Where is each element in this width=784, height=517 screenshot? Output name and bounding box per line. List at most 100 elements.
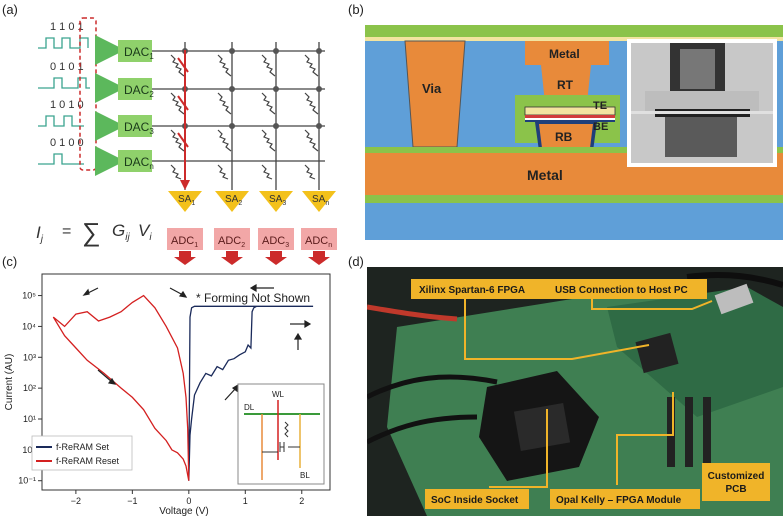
bits-row-1: 1 1 0 1: [50, 21, 84, 33]
tem-micrograph: [627, 39, 777, 167]
callout-fpga: Xilinx Spartan-6 FPGA: [411, 279, 561, 299]
x-tick-label: −1: [127, 496, 137, 506]
bottom-metal-label: Metal: [527, 167, 563, 183]
svg-text:∑: ∑: [82, 217, 101, 247]
callout-usb: USB Connection to Host PC: [547, 279, 707, 299]
sense-amp-1: SA1: [168, 191, 202, 212]
waveform-3: [38, 115, 84, 127]
input-waveforms: 1 1 0 1 0 1 0 1 1 0 1 0 0 1 0 0: [38, 17, 97, 171]
adc-1: ADC1: [167, 228, 203, 265]
callout-pcb: Customized PCB: [702, 463, 770, 501]
svg-text:Vi: Vi: [138, 221, 152, 243]
svg-text:ADCn: ADCn: [305, 235, 332, 249]
svg-text:ADC3: ADC3: [262, 235, 289, 249]
x-tick-label: −2: [71, 496, 81, 506]
crossbar-formula: Ij = ∑ Gij Vi: [36, 217, 152, 247]
cell-circuit-inset: WL DL BL: [237, 383, 325, 485]
svg-text:Customized: Customized: [708, 471, 765, 482]
inset-bl: BL: [300, 471, 310, 480]
callouts: [464, 293, 713, 488]
top-metal: [525, 41, 609, 65]
dac-1: DAC1: [118, 40, 154, 62]
dac-2: DAC2: [118, 78, 154, 100]
rt-label: RT: [557, 78, 574, 92]
rb-label: RB: [555, 130, 573, 144]
svg-text:Ij: Ij: [36, 223, 44, 245]
bits-row-4: 0 1 0 0: [50, 137, 84, 149]
svg-text:ADC1: ADC1: [171, 235, 198, 249]
panel-c-label: (c): [2, 254, 18, 269]
panel-a-label: (a): [2, 2, 18, 17]
waveform-2: [38, 77, 90, 89]
svg-text:DAC1: DAC1: [124, 45, 154, 61]
svg-text:SA1: SA1: [178, 194, 195, 207]
svg-text:SAn: SAn: [312, 194, 329, 207]
be-label: BE: [593, 121, 608, 133]
svg-text:PCB: PCB: [725, 484, 746, 495]
iv-chart: −2 −1 0 1 2 10⁻¹ 10⁰ 10¹ 10² 10³ 10⁴ 10⁵ Current (A…: [4, 273, 331, 517]
forming-annotation: * Forming Not Shown: [196, 291, 310, 305]
x-tick-label: 2: [299, 496, 304, 506]
svg-text:DACn: DACn: [124, 155, 154, 171]
adc-3: ADC3: [258, 228, 294, 265]
chart-series: [52, 294, 314, 481]
input-arrows: [95, 35, 125, 176]
sweep-direction-arrows: [82, 283, 312, 401]
y-tick-label: 10⁰: [22, 445, 36, 455]
panel-b-label: (b): [348, 2, 364, 17]
y-tick-label: 10³: [23, 352, 36, 362]
bits-row-2: 0 1 0 1: [50, 61, 84, 73]
waveform-4: [38, 153, 84, 165]
dac-3: DAC3: [118, 115, 154, 137]
y-axis-label: Current (AU): [4, 354, 15, 411]
top-green-layer: [365, 25, 783, 37]
hardware-photo: Xilinx Spartan-6 FPGA USB Connection to …: [367, 267, 783, 516]
y-tick-label: 10⁻¹: [18, 476, 36, 486]
inset-dl: DL: [244, 403, 255, 412]
bits-row-3: 1 0 1 0: [50, 99, 84, 111]
current-path-arrows: [177, 50, 190, 190]
callout-opal: Opal Kelly – FPGA Module: [550, 489, 700, 509]
x-axis-label: Voltage (V): [159, 506, 208, 517]
y-tick-label: 10⁴: [22, 321, 36, 331]
svg-text:=: =: [62, 223, 71, 240]
svg-text:Xilinx Spartan-6 FPGA: Xilinx Spartan-6 FPGA: [419, 285, 525, 296]
top-metal-label: Metal: [549, 47, 580, 61]
te-label: TE: [593, 100, 607, 112]
dac-n: DACn: [118, 150, 154, 172]
callout-soc: SoC Inside Socket: [425, 489, 529, 509]
svg-text:ADC2: ADC2: [218, 235, 245, 249]
sense-amp-2: SA2: [215, 191, 249, 212]
device-cross-section: Via Metal RT TE RB BE Metal: [365, 25, 783, 240]
svg-text:SoC Inside Socket: SoC Inside Socket: [431, 495, 519, 506]
adc-n: ADCn: [301, 228, 337, 265]
svg-text:USB Connection to Host PC: USB Connection to Host PC: [555, 285, 688, 296]
svg-text:Gij: Gij: [112, 221, 130, 243]
via-label: Via: [422, 81, 442, 96]
x-tick-label: 1: [243, 496, 248, 506]
usb-connector: [714, 283, 754, 315]
inset-wl: WL: [272, 390, 285, 399]
y-tick-label: 10¹: [23, 414, 36, 424]
fpga-chip: [635, 332, 679, 374]
series-reset-line: [52, 294, 190, 481]
sense-amp-n: SAn: [302, 191, 336, 212]
legend-set: f-ReRAM Set: [56, 442, 110, 452]
rt-layer: [541, 65, 591, 103]
chart-legend: f-ReRAM Set f-ReRAM Reset: [31, 435, 133, 471]
svg-text:Opal Kelly – FPGA Module: Opal Kelly – FPGA Module: [556, 495, 682, 506]
legend-reset: f-ReRAM Reset: [56, 456, 120, 466]
x-tick-label: 0: [186, 496, 191, 506]
svg-text:SA3: SA3: [269, 194, 286, 207]
svg-text:DAC2: DAC2: [124, 83, 154, 99]
svg-text:DAC3: DAC3: [124, 120, 154, 136]
sense-amp-3: SA3: [259, 191, 293, 212]
probe-cables: [367, 374, 498, 445]
y-tick-label: 10²: [23, 383, 36, 393]
adc-2: ADC2: [214, 228, 250, 265]
y-tick-label: 10⁵: [22, 291, 36, 301]
panel-d-label: (d): [348, 254, 364, 269]
memristor-cells: [170, 54, 319, 180]
component-row: [667, 397, 711, 467]
crossbar-diagram: 1 1 0 1 0 1 0 1 1 0 1 0 0 1 0 0 DAC1 DAC…: [36, 17, 337, 265]
